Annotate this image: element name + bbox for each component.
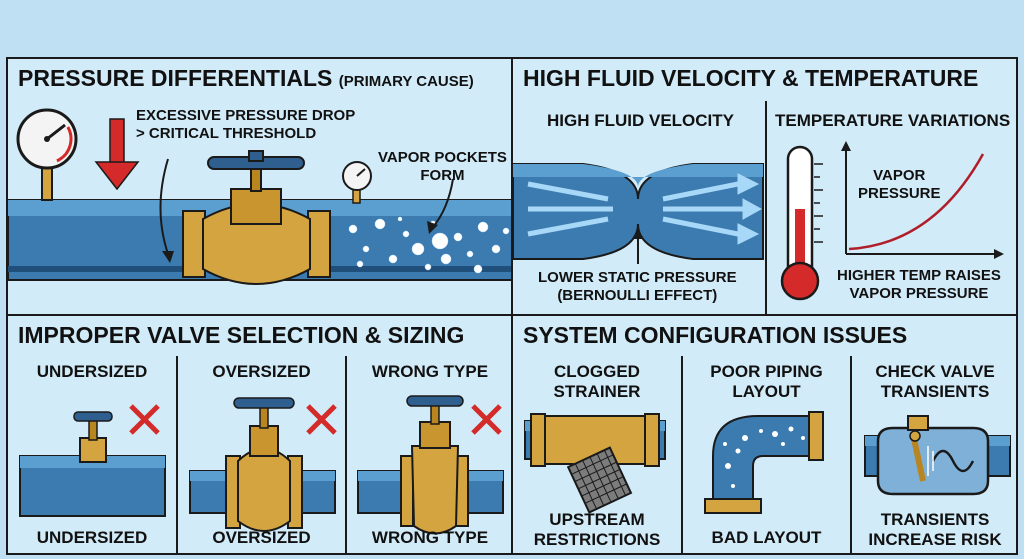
panel-velocity-temperature: HIGH FLUID VELOCITY & TEMPERATURE HIGH F… (511, 57, 1018, 316)
pressure-drop-label: EXCESSIVE PRESSURE DROP > CRITICAL THRES… (136, 107, 356, 142)
vapor-pockets-label: VAPOR POCKETS FORM (378, 149, 507, 184)
strainer-top-label: CLOGGED STRAINER (553, 362, 641, 401)
undersized-bottom-label: UNDERSIZED (36, 528, 148, 547)
wrong-type-bottom-label: WRONG TYPE (371, 528, 489, 547)
undersized-top-label: UNDERSIZED (36, 362, 148, 381)
flow-arrows (527, 173, 763, 245)
divider (681, 356, 683, 553)
small-gauge-icon (342, 161, 372, 204)
venturi-pipe (513, 163, 764, 260)
valve-sizing-illustration (19, 395, 504, 535)
temp-effect-label: HIGHER TEMP RAISES VAPOR PRESSURE (837, 267, 1001, 302)
divider (345, 356, 347, 553)
vapor-pressure-curve (848, 153, 985, 251)
piping-bottom-label: BAD LAYOUT (711, 528, 822, 547)
oversized-top-label: OVERSIZED (212, 362, 311, 381)
undersized-valve-icon (19, 411, 166, 517)
elbow-pipe-icon (704, 411, 824, 514)
title-note: (PRIMARY CAUSE) (338, 73, 474, 90)
strainer-bottom-label: UPSTREAM RESTRICTIONS (533, 510, 661, 549)
divider (176, 356, 178, 553)
check-valve-icon (864, 415, 1011, 496)
pressure-wave (931, 449, 975, 473)
check-valve-bottom-label: TRANSIENTS INCREASE RISK (868, 510, 1002, 549)
system-configuration-illustration (524, 411, 1011, 514)
piping-top-label: POOR PIPING LAYOUT (710, 362, 823, 401)
pressure-gauge-icon (16, 108, 78, 201)
panel-system-configuration: SYSTEM CONFIGURATION ISSUES CLOGGED STRA… (511, 314, 1018, 555)
down-arrow-icon (94, 118, 140, 191)
oversized-bottom-label: OVERSIZED (212, 528, 311, 547)
thermometer-icon (780, 145, 823, 301)
static-pressure-label: LOWER STATIC PRESSURE (BERNOULLI EFFECT) (538, 269, 737, 304)
pressure-drop-illustration (8, 108, 511, 285)
strainer-icon (524, 413, 666, 514)
gate-valve-icon (182, 150, 331, 285)
panel-title: PRESSURE DIFFERENTIALS (PRIMARY CAUSE) (18, 65, 474, 92)
velocity-temperature-illustration (513, 141, 1004, 301)
velocity-heading: HIGH FLUID VELOCITY (547, 111, 734, 130)
divider (765, 101, 767, 314)
divider (850, 356, 852, 553)
vapor-pressure-axes (845, 147, 998, 255)
x-mark-icon (471, 404, 502, 435)
x-mark-icon (129, 404, 160, 435)
x-mark-icon (306, 404, 337, 435)
panel-title: HIGH FLUID VELOCITY & TEMPERATURE (523, 65, 979, 91)
check-valve-top-label: CHECK VALVE TRANSIENTS (875, 362, 995, 401)
wrong-type-top-label: WRONG TYPE (371, 362, 489, 381)
panel-title: IMPROPER VALVE SELECTION & SIZING (18, 322, 465, 348)
panel-pressure-differentials: PRESSURE DIFFERENTIALS (PRIMARY CAUSE) (6, 57, 513, 316)
oversized-valve-icon (189, 397, 336, 532)
panel-valve-selection: IMPROPER VALVE SELECTION & SIZING UNDERS… (6, 314, 513, 555)
temperature-heading: TEMPERATURE VARIATIONS (775, 111, 1011, 130)
curve-label: VAPOR PRESSURE (858, 167, 941, 202)
panel-title: SYSTEM CONFIGURATION ISSUES (523, 322, 908, 348)
vapor-bubbles (348, 216, 510, 274)
title-main: PRESSURE DIFFERENTIALS (18, 65, 333, 91)
wrong-type-valve-icon (357, 395, 504, 535)
